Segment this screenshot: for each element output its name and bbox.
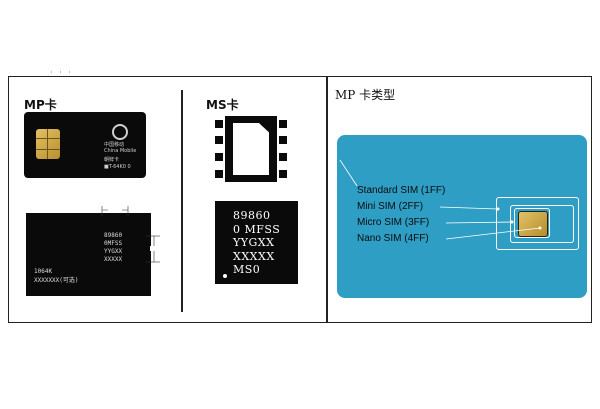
card-line-2: ■T-64K0 0	[104, 164, 131, 170]
chip-pin	[279, 136, 287, 144]
code-line: 89860	[233, 209, 271, 222]
china-mobile-logo	[112, 124, 128, 140]
ms-card-code: 89860 0 MFSS YYGXX XXXXX MS0	[233, 209, 280, 277]
code-line: XXXXX	[233, 249, 275, 263]
nano-sim-outline	[514, 208, 550, 238]
code-line: YYGXX	[233, 236, 275, 249]
panel-divider	[326, 76, 328, 323]
sim-label-standard: Standard SIM (1FF)	[357, 185, 446, 196]
mp-card-front: 中国移动 China Mobile 朝鲜卡 ■T-64K0 0	[24, 112, 146, 178]
operator-name-en: China Mobile	[104, 148, 137, 154]
diagram-frame	[8, 76, 592, 323]
mini-sim-outline	[496, 197, 579, 250]
operator-name-cn: 中国移动	[104, 142, 125, 148]
chip-pin	[215, 153, 223, 161]
micro-sim-outline	[510, 205, 574, 243]
pin1-marker	[223, 274, 227, 278]
sim-label-mini: Mini SIM (2FF)	[357, 201, 424, 212]
code-line: YYGXX	[104, 248, 123, 255]
chip-pin	[215, 170, 223, 178]
mp-card-back: 89860 0MFSS YYGXX XXXXX 1064K XXXXXXX(可选…	[26, 213, 151, 296]
chip-pin	[215, 136, 223, 144]
sim-chip	[36, 129, 60, 159]
sim-label-nano: Nano SIM (4FF)	[357, 233, 429, 244]
chip-die-outline	[233, 123, 269, 175]
bottom-line: 1064K	[34, 268, 53, 275]
ms-chip-package	[215, 116, 287, 182]
top-dots: · · ·	[50, 68, 73, 77]
mp-card-bottom-text: 1064K XXXXXXX(可选)	[34, 267, 79, 285]
card-line-1: 朝鲜卡	[104, 157, 120, 163]
chip-body	[225, 116, 277, 182]
code-line: 0MFSS	[104, 240, 123, 247]
chip-pin	[215, 120, 223, 128]
sim-chip	[518, 211, 548, 237]
mp-card-types-title: MP 卡类型	[335, 88, 396, 102]
chip-pin	[279, 153, 287, 161]
code-line: MS0	[233, 263, 261, 276]
panel-divider	[181, 90, 183, 312]
bottom-line: XXXXXXX(可选)	[34, 277, 79, 284]
mp-card-title: MP卡	[24, 98, 57, 112]
ms-card-marking: 89860 0 MFSS YYGXX XXXXX MS0	[215, 201, 298, 284]
chip-pin	[279, 170, 287, 178]
chip-pin	[279, 120, 287, 128]
code-line: XXXXX	[104, 256, 123, 263]
sim-label-micro: Micro SIM (3FF)	[357, 217, 430, 228]
code-line: 89860	[104, 232, 123, 239]
mp-card-code: 89860 0MFSS YYGXX XXXXX	[104, 232, 122, 264]
code-line: 0 MFSS	[233, 222, 281, 236]
ms-card-title: MS卡	[206, 98, 239, 112]
